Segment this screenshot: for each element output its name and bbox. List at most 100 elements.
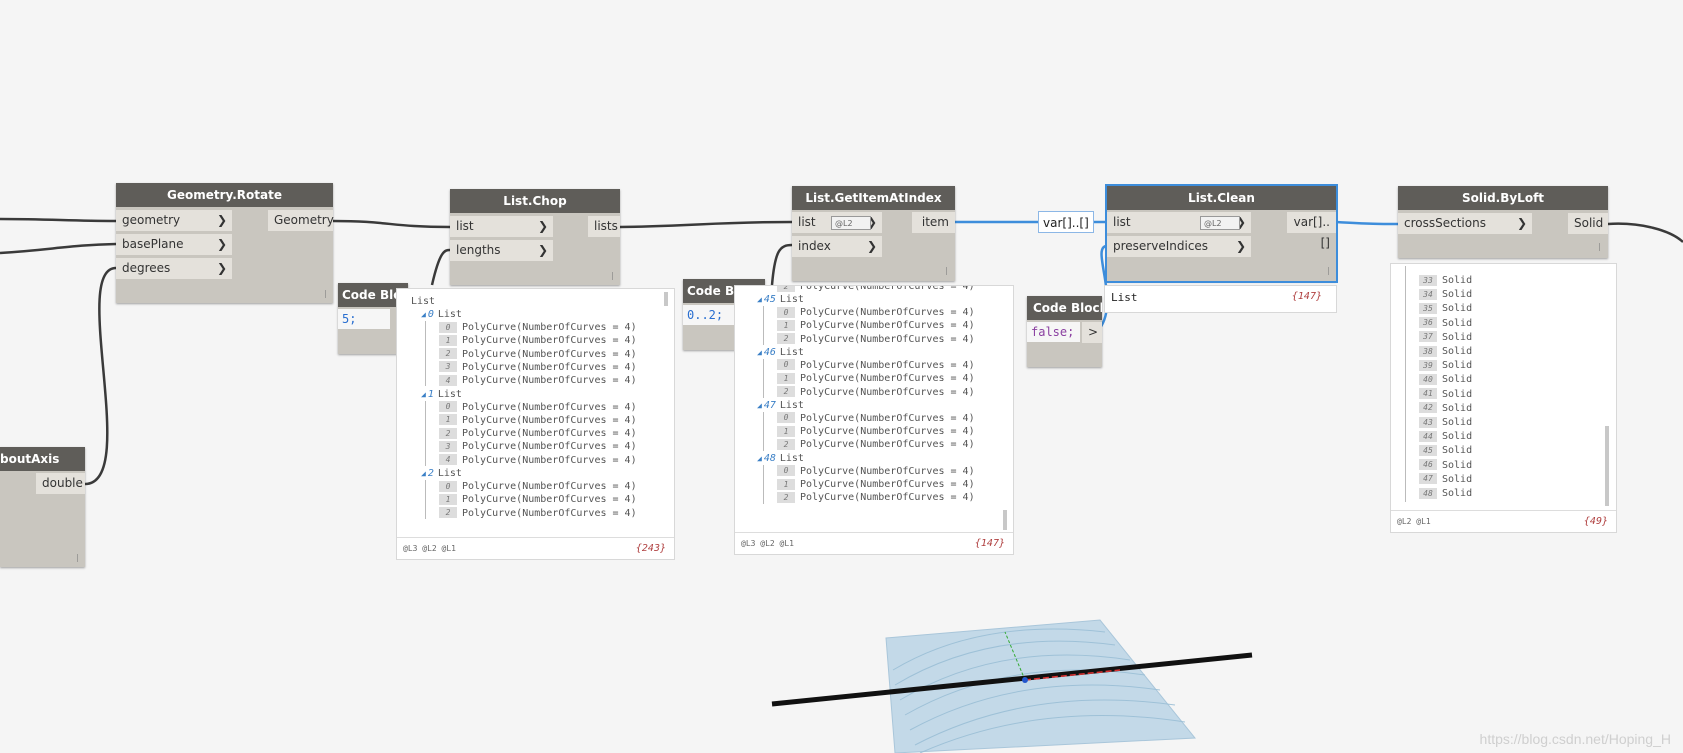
item-value: PolyCurve(NumberOfCurves = 4) xyxy=(462,494,637,506)
node-title: List.Clean xyxy=(1107,186,1336,210)
output-port-lists[interactable]: lists xyxy=(588,216,620,237)
input-port-lengths[interactable]: lengths❯ xyxy=(450,240,553,261)
item-index: 1 xyxy=(439,414,457,426)
scrollbar[interactable] xyxy=(1003,510,1007,530)
expand-triangle-icon[interactable]: ◢ xyxy=(421,389,426,399)
output-port-geometry[interactable]: Geometry xyxy=(268,210,334,231)
output-port-double[interactable]: double xyxy=(36,473,85,494)
item-value: Solid xyxy=(1442,374,1473,386)
input-port-list[interactable]: list❯ xyxy=(450,216,553,237)
group-index: 1 xyxy=(427,388,434,400)
list-chop-node[interactable]: List.Chop list❯ lengths❯ lists | xyxy=(450,189,620,285)
item-index: 1 xyxy=(439,493,457,505)
output-port-solid[interactable]: Solid xyxy=(1568,213,1608,234)
item-index: 2 xyxy=(439,348,457,360)
code-block-node-3[interactable]: Code Block false; > xyxy=(1027,296,1102,367)
item-count: {147} xyxy=(974,538,1005,549)
item-value: PolyCurve(NumberOfCurves = 4) xyxy=(462,348,637,360)
input-port-degrees[interactable]: degrees❯ xyxy=(116,258,232,279)
solid-by-loft-node[interactable]: Solid.ByLoft crossSections❯ Solid | xyxy=(1398,186,1608,258)
watermark-text: https://blog.csdn.net/Hoping_H xyxy=(1479,731,1671,747)
item-value: Solid xyxy=(1442,431,1473,443)
output-port[interactable]: > xyxy=(1082,322,1102,343)
item-value: PolyCurve(NumberOfCurves = 4) xyxy=(462,454,637,466)
preview-footer: @L3 @L2 @L1 {243} xyxy=(397,537,674,559)
chevron-right-icon: ❯ xyxy=(1235,239,1246,253)
geometry-rotate-node[interactable]: Geometry.Rotate geometry❯ basePlane❯ deg… xyxy=(116,183,334,303)
item-index: 3 xyxy=(439,440,457,452)
node-title: Geometry.Rotate xyxy=(116,183,333,207)
input-port-index[interactable]: index❯ xyxy=(792,236,882,257)
tree-line xyxy=(1405,266,1406,502)
tree-line xyxy=(763,358,764,398)
item-value: PolyCurve(NumberOfCurves = 4) xyxy=(462,414,637,426)
wire-axis-degrees xyxy=(84,266,117,486)
item-index: 2 xyxy=(777,333,795,345)
scrollbar[interactable] xyxy=(664,292,668,306)
expand-triangle-icon[interactable]: ◢ xyxy=(421,469,426,478)
list-get-item-at-index-node[interactable]: List.GetItemAtIndex list❯ @L2 index❯ ite… xyxy=(792,186,955,281)
chevron-right-icon: ❯ xyxy=(866,239,877,253)
expand-triangle-icon[interactable]: ◢ xyxy=(757,453,762,463)
item-value: PolyCurve(NumberOfCurves = 4) xyxy=(800,465,975,477)
expand-triangle-icon[interactable]: ◢ xyxy=(421,310,426,319)
item-index: 35 xyxy=(1419,302,1437,314)
list-clean-node[interactable]: List.Clean list❯ @L2 preserveIndices❯ va… xyxy=(1105,184,1338,283)
item-index: 1 xyxy=(777,478,795,490)
item-index: 2 xyxy=(777,386,795,397)
output-port-item[interactable]: item xyxy=(912,212,955,233)
background-geometry xyxy=(771,619,1253,753)
code-input[interactable]: 0..2; xyxy=(683,305,743,325)
item-value: Solid xyxy=(1442,459,1473,471)
item-index: 3 xyxy=(439,361,457,373)
level-selector[interactable]: @L2 xyxy=(1200,216,1240,230)
expand-triangle-icon[interactable]: ◢ xyxy=(757,400,762,410)
item-index: 4 xyxy=(439,454,457,466)
input-port-cross-sections[interactable]: crossSections❯ xyxy=(1398,213,1532,234)
lacing-indicator: | xyxy=(945,266,948,275)
output-port-var[interactable]: var[]..[] xyxy=(1287,212,1336,250)
group-index: 0 xyxy=(427,309,434,320)
item-index: 2 xyxy=(439,507,457,519)
input-port-geometry[interactable]: geometry❯ xyxy=(116,210,232,231)
item-value: PolyCurve(NumberOfCurves = 4) xyxy=(800,285,975,292)
item-value: PolyCurve(NumberOfCurves = 4) xyxy=(800,373,975,385)
input-port-baseplane[interactable]: basePlane❯ xyxy=(116,234,232,255)
item-index: 36 xyxy=(1419,317,1437,329)
expand-triangle-icon[interactable]: ◢ xyxy=(757,295,762,304)
watch-preview-clean[interactable]: List {147} xyxy=(1104,285,1337,313)
expand-triangle-icon[interactable]: ◢ xyxy=(757,347,762,357)
about-axis-node[interactable]: boutAxis double | xyxy=(0,447,85,567)
list-item: 1 PolyCurve(NumberOfCurves = 4) xyxy=(439,414,637,427)
code-input[interactable]: false; xyxy=(1027,322,1080,342)
input-port-preserve-indices[interactable]: preserveIndices❯ xyxy=(1107,236,1251,257)
item-index: 34 xyxy=(1419,288,1437,300)
list-item: 4 PolyCurve(NumberOfCurves = 4) xyxy=(439,454,637,467)
code-input[interactable]: 5; xyxy=(338,309,390,329)
group-label: List xyxy=(779,399,804,411)
item-index: 0 xyxy=(777,465,795,477)
item-value: PolyCurve(NumberOfCurves = 4) xyxy=(462,335,637,347)
level-selector[interactable]: @L2 xyxy=(831,216,871,230)
scrollbar[interactable] xyxy=(1605,426,1609,506)
lacing-indicator: | xyxy=(324,289,327,298)
wire-cb1-lengths xyxy=(430,248,451,286)
